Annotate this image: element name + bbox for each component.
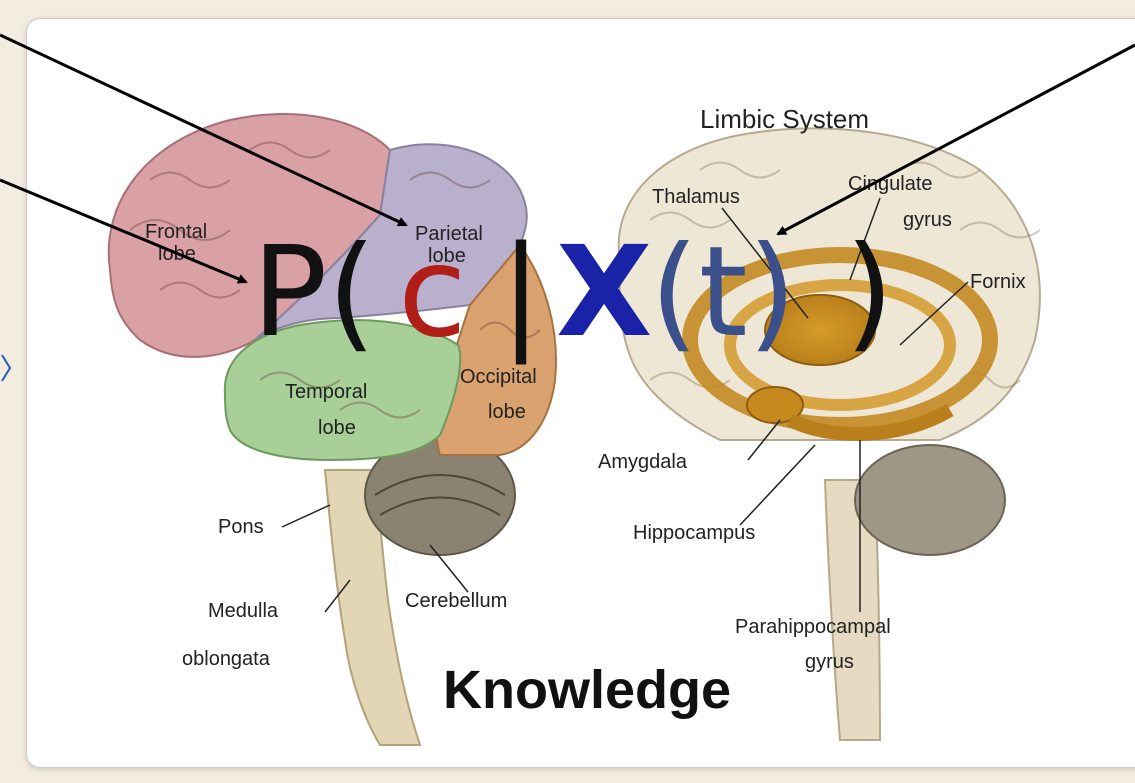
label-cerebellum: Cerebellum [405, 590, 507, 612]
formula-x: X [556, 220, 652, 365]
formula-c: c [398, 220, 467, 365]
label-medulla-2: oblongata [182, 648, 271, 670]
label-fornix: Fornix [970, 271, 1026, 293]
caption-knowledge: Knowledge [443, 660, 731, 720]
formula-close: ) [845, 220, 894, 365]
label-medulla-1: Medulla [208, 600, 279, 622]
label-hippocampus: Hippocampus [633, 522, 755, 544]
label-temporal-2: lobe [318, 417, 356, 439]
label-occipital-1: Occipital [460, 366, 537, 388]
label-thalamus: Thalamus [652, 186, 740, 208]
label-frontal-1: Frontal [145, 221, 207, 243]
label-temporal-1: Temporal [285, 381, 367, 403]
formula-bar: | [500, 220, 542, 365]
label-occipital-2: lobe [488, 401, 526, 423]
label-pons: Pons [218, 516, 264, 538]
label-parahippo-2: gyrus [805, 651, 854, 673]
label-amygdala: Amygdala [598, 451, 688, 473]
left-brain: Frontal lobe Parietal lobe Temporal lobe… [109, 114, 556, 745]
limbic-title: Limbic System [700, 104, 869, 134]
right-brain: Limbic System Thalamus Cingulate gyrus F… [598, 104, 1040, 740]
formula-p: P( [252, 220, 376, 365]
left-edge-chevron [2, 355, 10, 381]
formula-t: (t) [650, 220, 797, 365]
label-cingulate-2: gyrus [903, 209, 952, 231]
label-parahippo-1: Parahippocampal [735, 616, 891, 638]
